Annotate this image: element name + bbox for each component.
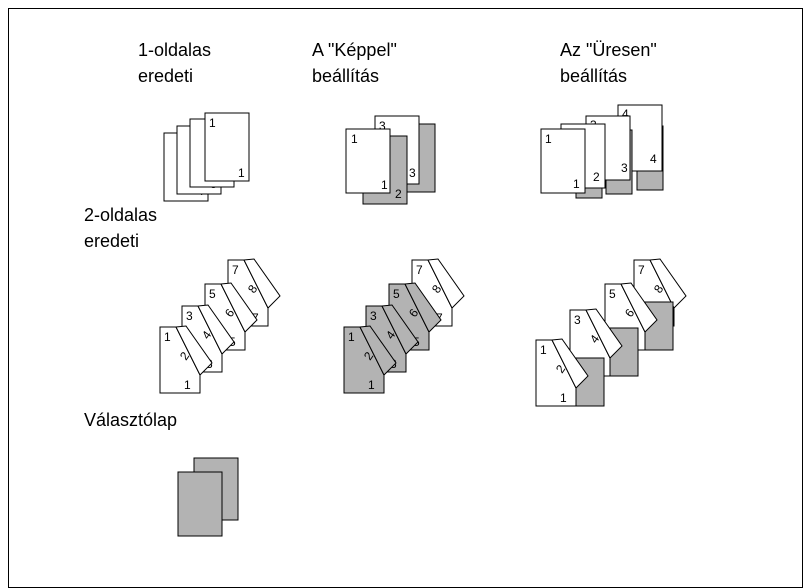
page-number: 1 (348, 330, 355, 344)
sheet-white (345, 128, 391, 194)
page-number: 1 (381, 178, 388, 192)
page-number: 1 (368, 378, 375, 392)
header-blank-line1: Az "Üresen" (560, 40, 657, 60)
page-number: 1 (573, 177, 580, 191)
header-1-sided-line1: 1-oldalas (138, 40, 212, 60)
page-fold-back (551, 338, 589, 389)
sheet-white (540, 128, 586, 194)
page-number: 5 (209, 287, 216, 301)
page-number: 7 (416, 263, 423, 277)
page-number: 7 (232, 263, 239, 277)
page-number: 1 (351, 132, 358, 146)
page-fold-back (427, 258, 465, 309)
page-number: 4 (622, 107, 629, 121)
page-fold-back (649, 258, 687, 309)
row-2-sided-line1: 2-oldalas (84, 205, 158, 225)
page-number: 3 (574, 313, 581, 327)
page-number: 3 (379, 119, 386, 133)
page-number: 1 (238, 166, 245, 180)
page-number: 1 (209, 116, 216, 130)
page-fold-back (175, 325, 213, 376)
page-number: 2 (593, 170, 600, 184)
page-number: 7 (638, 263, 645, 277)
page-number: 1 (545, 132, 552, 146)
page-number: 1 (560, 391, 567, 405)
page-number: 3 (186, 309, 193, 323)
image-setting-stack: 433211 (345, 115, 436, 205)
separator-sheet-front (177, 471, 223, 537)
double-sided-original-stack: 787565343121 (159, 258, 281, 394)
blank-setting-stack: 44332211 (540, 104, 664, 199)
page-fold-back (585, 308, 623, 359)
row-2-sided-line2: eredeti (84, 231, 140, 251)
page-number: 5 (393, 287, 400, 301)
row-separator-label: Választólap (84, 410, 178, 430)
page-front (535, 339, 577, 407)
page-fold-back (197, 304, 235, 355)
page-front (159, 326, 201, 394)
page-number: 3 (409, 166, 416, 180)
double-sided-image-stack: 787565343121 (343, 258, 465, 394)
page-number: 3 (370, 309, 377, 323)
page-fold-back (381, 304, 419, 355)
page-fold-back (404, 282, 442, 333)
header-image-line2: beállítás (312, 66, 380, 86)
page-fold-back (620, 282, 658, 333)
page-number: 4 (650, 152, 657, 166)
page-fold-back (243, 258, 281, 309)
diagram-graphics: 4321143321144332211787565343121787565343… (159, 104, 687, 537)
header-blank-line2: beállítás (560, 66, 628, 86)
page-sheet (204, 112, 250, 182)
page-number: 5 (609, 287, 616, 301)
page-fold-back (359, 325, 397, 376)
separator-sheet-icon (177, 457, 239, 537)
page-number: 1 (540, 343, 547, 357)
page-number: 3 (621, 161, 628, 175)
page-number: 1 (184, 378, 191, 392)
header-1-sided-line2: eredeti (138, 66, 194, 86)
page-front (343, 326, 385, 394)
page-fold-back (220, 282, 258, 333)
page-number: 2 (395, 187, 402, 201)
page-number: 1 (164, 330, 171, 344)
double-sided-blank-stack: 787565343121 (535, 258, 687, 407)
header-image-line1: A "Képpel" (312, 40, 397, 60)
